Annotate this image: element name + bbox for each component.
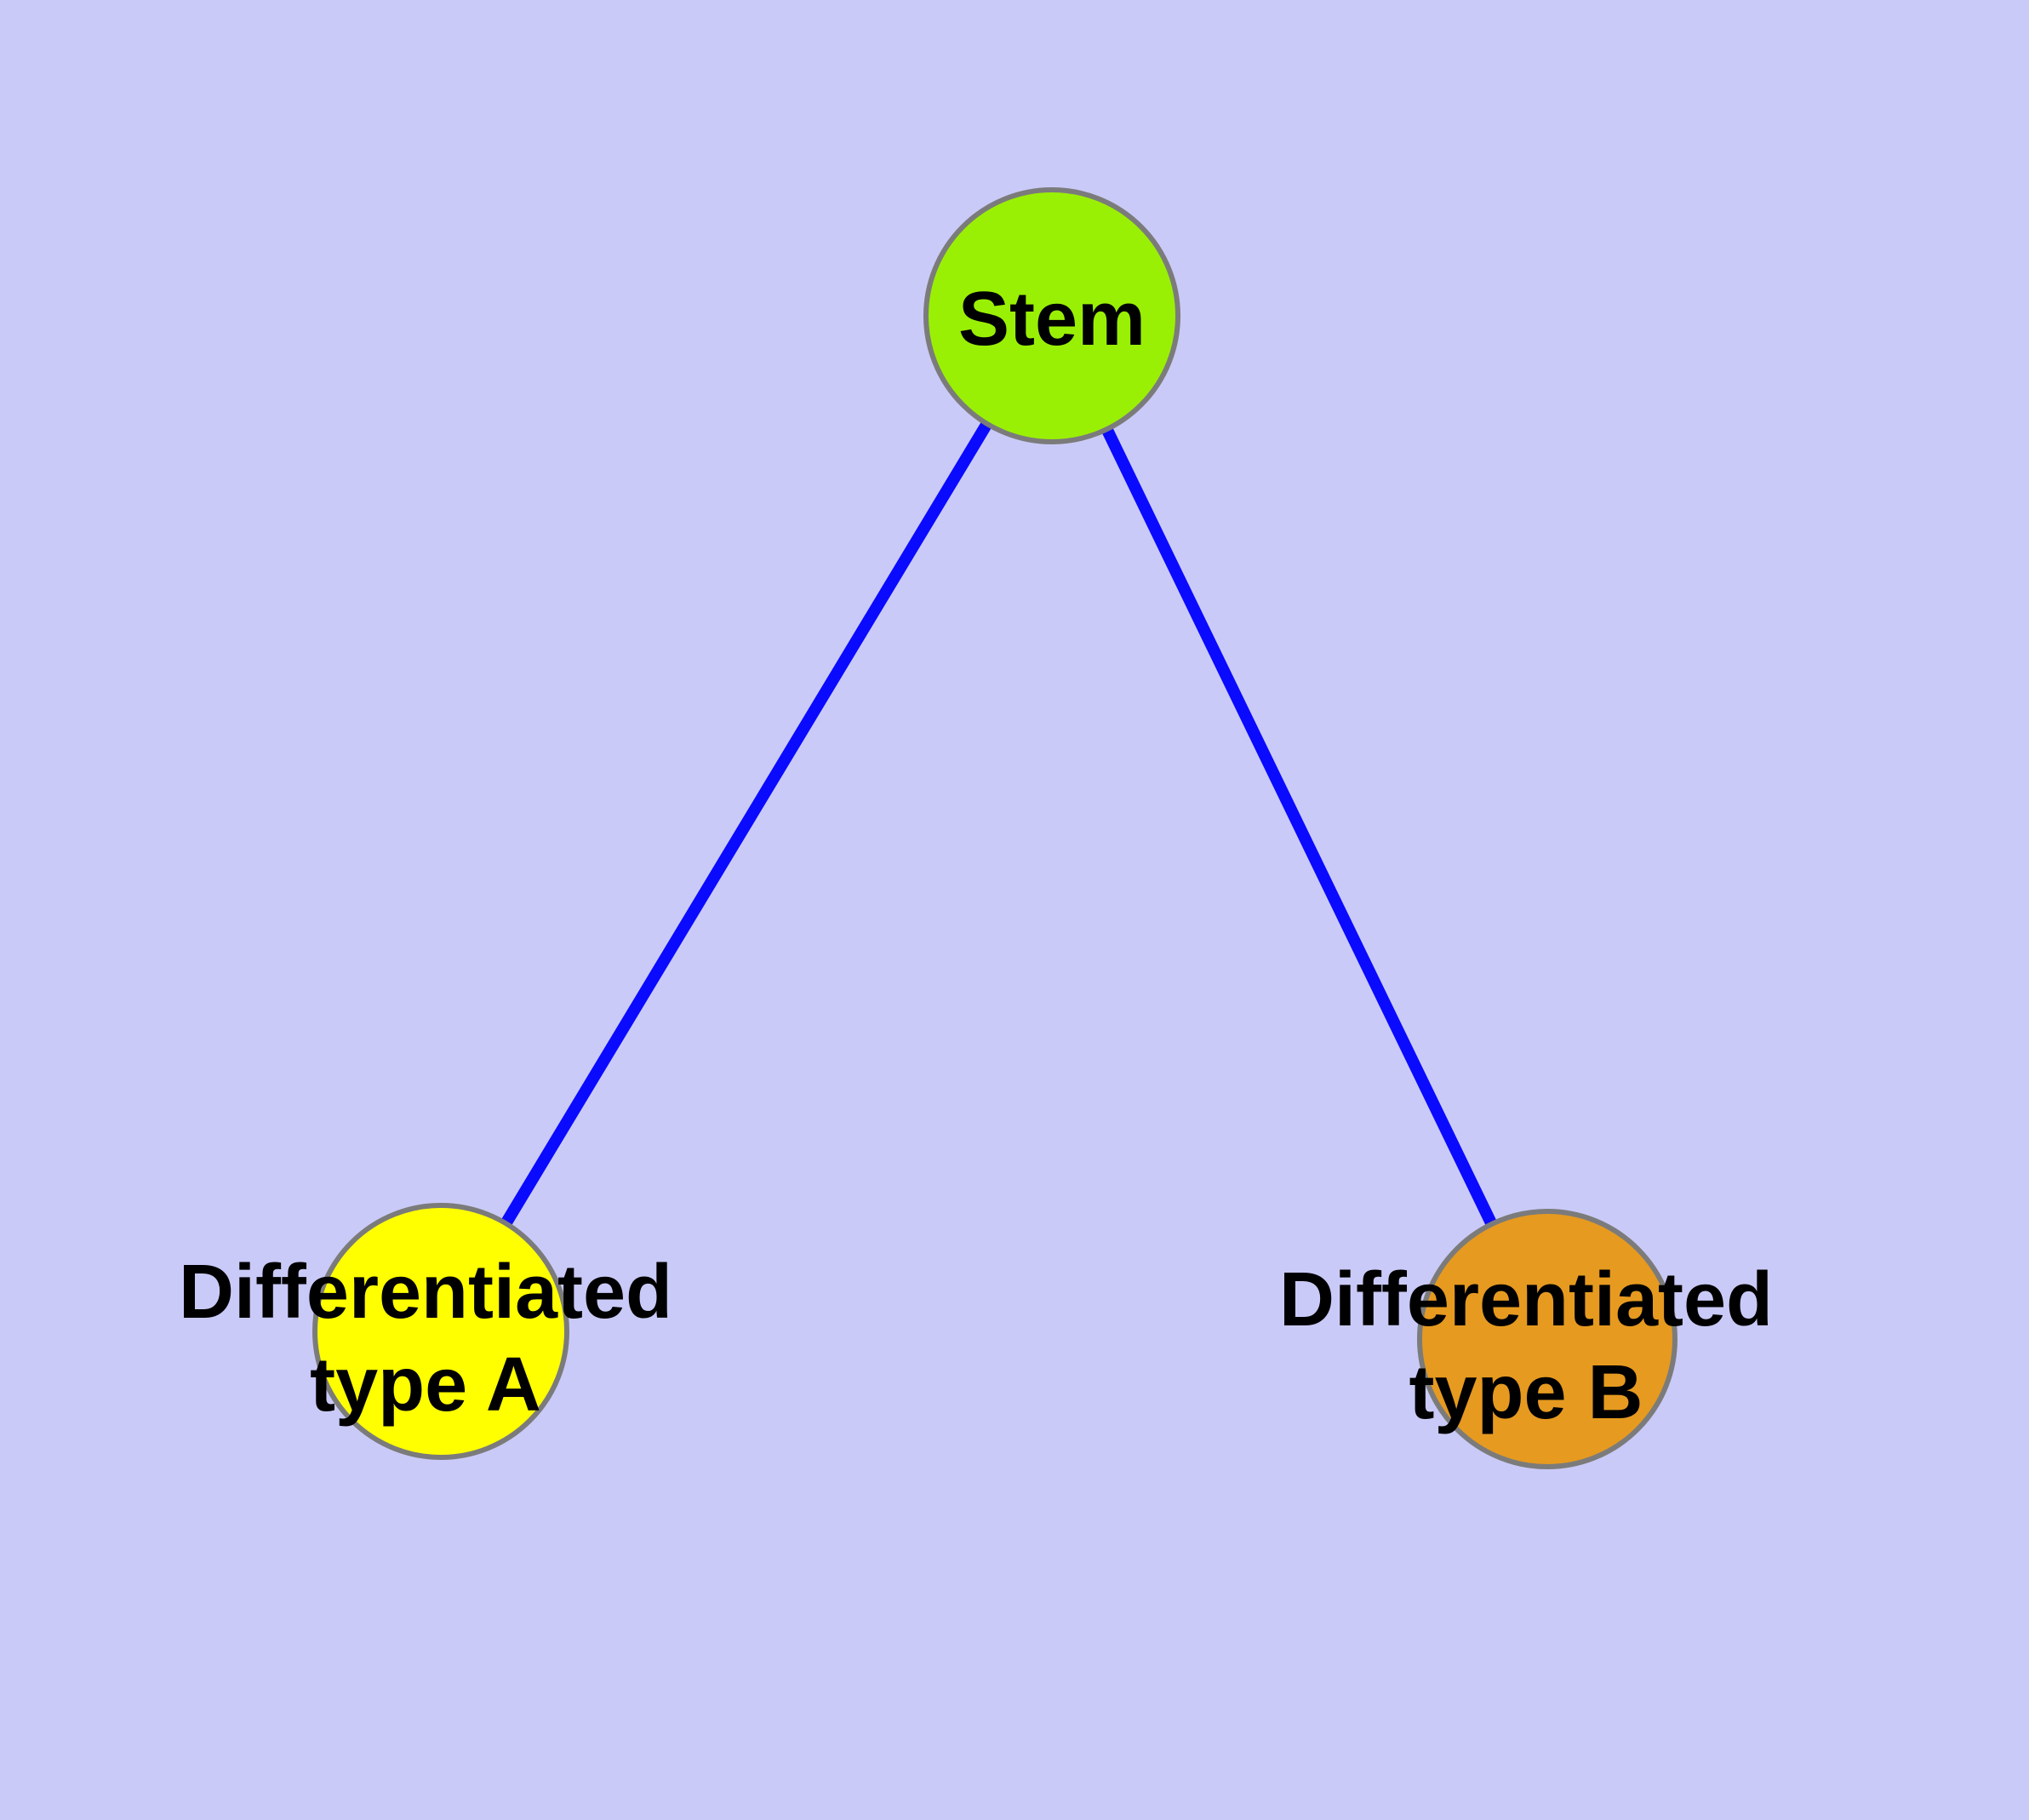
stem-node-circle <box>923 187 1180 444</box>
nodes <box>312 187 1677 1469</box>
edges <box>436 312 1553 1342</box>
type-a-node-label-line2: type A <box>310 1342 541 1428</box>
stem-node-label: Stem <box>958 277 1146 362</box>
type-b-node-label-line1: Differentiated <box>1279 1257 1773 1342</box>
edge-stem-to-type-a <box>436 312 1057 1335</box>
type-a-node-label-line1: Differentiated <box>179 1250 672 1335</box>
type-a-node-circle <box>312 1203 569 1460</box>
edge-stem-to-type-b <box>1046 312 1553 1342</box>
type-b-node-circle <box>1417 1209 1677 1469</box>
node-labels: Stem Differentiated type A Differentiate… <box>179 277 1773 1435</box>
type-b-node-label-line2: type B <box>1409 1350 1643 1435</box>
